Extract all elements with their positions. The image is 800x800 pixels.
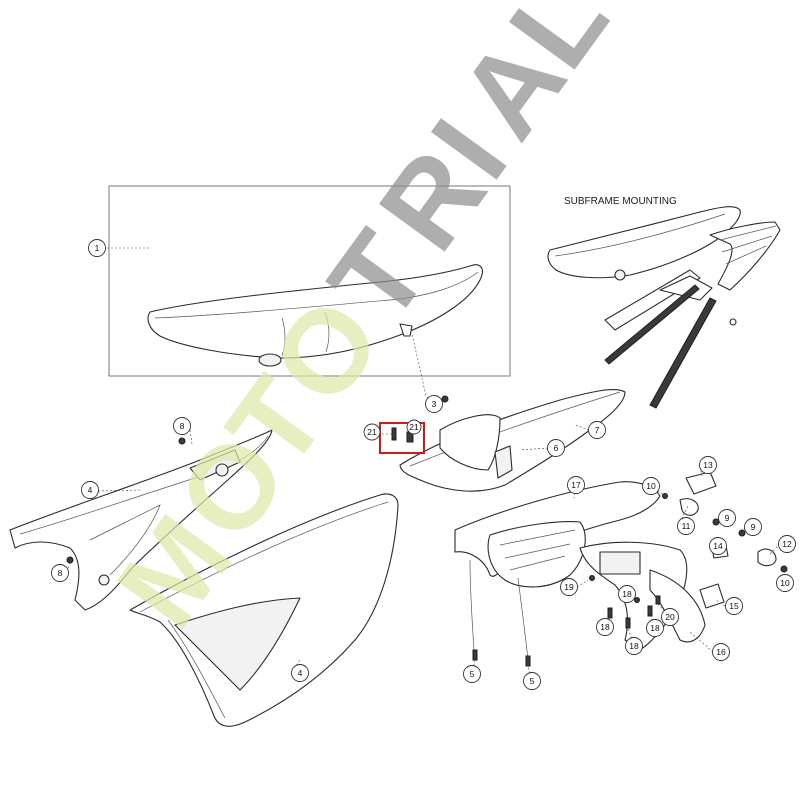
callout-14-number: 14 xyxy=(713,541,723,551)
subframe-mounting-detail xyxy=(547,206,781,409)
callout-16-number: 16 xyxy=(716,647,726,657)
callout-4-right-number: 4 xyxy=(298,668,303,678)
callout-9-left: 9 xyxy=(718,509,736,527)
subframe-mounting-label: SUBFRAME MOUNTING xyxy=(564,196,677,207)
callout-18-b-number: 18 xyxy=(622,589,632,599)
callout-18-a: 18 xyxy=(596,618,614,636)
callout-12-number: 12 xyxy=(782,539,792,549)
callout-19: 19 xyxy=(560,578,578,596)
callout-11: 11 xyxy=(677,517,695,535)
callout-9-left-number: 9 xyxy=(725,513,730,523)
seat xyxy=(147,264,483,367)
callout-5-left-number: 5 xyxy=(470,669,475,679)
callout-15: 15 xyxy=(725,597,743,615)
callout-1: 1 xyxy=(88,239,106,257)
callout-14: 14 xyxy=(709,537,727,555)
seat-detail-frame xyxy=(108,185,511,377)
screws xyxy=(66,395,661,667)
callout-21-right: 21 xyxy=(406,419,422,435)
callout-8-bottom-number: 8 xyxy=(58,568,63,578)
callout-18-d: 18 xyxy=(646,619,664,637)
callout-5-right: 5 xyxy=(523,672,541,690)
callout-5-right-number: 5 xyxy=(530,676,535,686)
callout-21-left-number: 21 xyxy=(367,427,377,437)
callout-8-top: 8 xyxy=(173,417,191,435)
callout-13-number: 13 xyxy=(703,460,713,470)
callout-20-number: 20 xyxy=(665,612,675,622)
side-panel-right xyxy=(129,493,399,727)
callout-19-number: 19 xyxy=(564,582,574,592)
callout-16: 16 xyxy=(712,643,730,661)
callout-7: 7 xyxy=(588,421,606,439)
side-panel-left xyxy=(9,429,273,611)
callout-13: 13 xyxy=(699,456,717,474)
callout-1-number: 1 xyxy=(95,243,100,253)
callout-21-left: 21 xyxy=(363,423,381,441)
callout-4-right: 4 xyxy=(291,664,309,682)
callout-4-left-number: 4 xyxy=(88,485,93,495)
rear-fender xyxy=(399,389,626,492)
callout-7-number: 7 xyxy=(595,425,600,435)
part-callouts: 1 3 8 4 8 4 21 21 6 7 13 10 17 11 9 9 14… xyxy=(51,239,796,690)
callout-18-c: 18 xyxy=(625,637,643,655)
callout-17: 17 xyxy=(567,476,585,494)
callout-10-bottom-number: 10 xyxy=(780,578,790,588)
callout-3-number: 3 xyxy=(432,399,437,409)
callout-18-c-number: 18 xyxy=(629,641,639,651)
callout-10-top-number: 10 xyxy=(646,481,656,491)
callout-4-left: 4 xyxy=(81,481,99,499)
callout-8-bottom: 8 xyxy=(51,564,69,582)
callout-10-top: 10 xyxy=(642,477,660,495)
callout-3: 3 xyxy=(425,395,443,413)
callout-8-top-number: 8 xyxy=(180,421,185,431)
callout-9-right: 9 xyxy=(744,518,762,536)
callout-11-number: 11 xyxy=(682,521,691,531)
highlight-box xyxy=(379,422,425,454)
callout-10-bottom: 10 xyxy=(776,574,794,592)
callout-18-a-number: 18 xyxy=(600,622,610,632)
callout-5-left: 5 xyxy=(463,665,481,683)
callout-15-number: 15 xyxy=(729,601,739,611)
callout-21-right-number: 21 xyxy=(409,422,419,432)
callout-18-d-number: 18 xyxy=(650,623,660,633)
callout-17-number: 17 xyxy=(571,480,581,490)
number-plate-holder xyxy=(454,481,661,661)
callout-12: 12 xyxy=(778,535,796,553)
callout-6: 6 xyxy=(547,439,565,457)
callout-6-number: 6 xyxy=(554,443,559,453)
callout-18-b: 18 xyxy=(618,585,636,603)
callout-20: 20 xyxy=(661,608,679,626)
callout-9-right-number: 9 xyxy=(751,522,756,532)
